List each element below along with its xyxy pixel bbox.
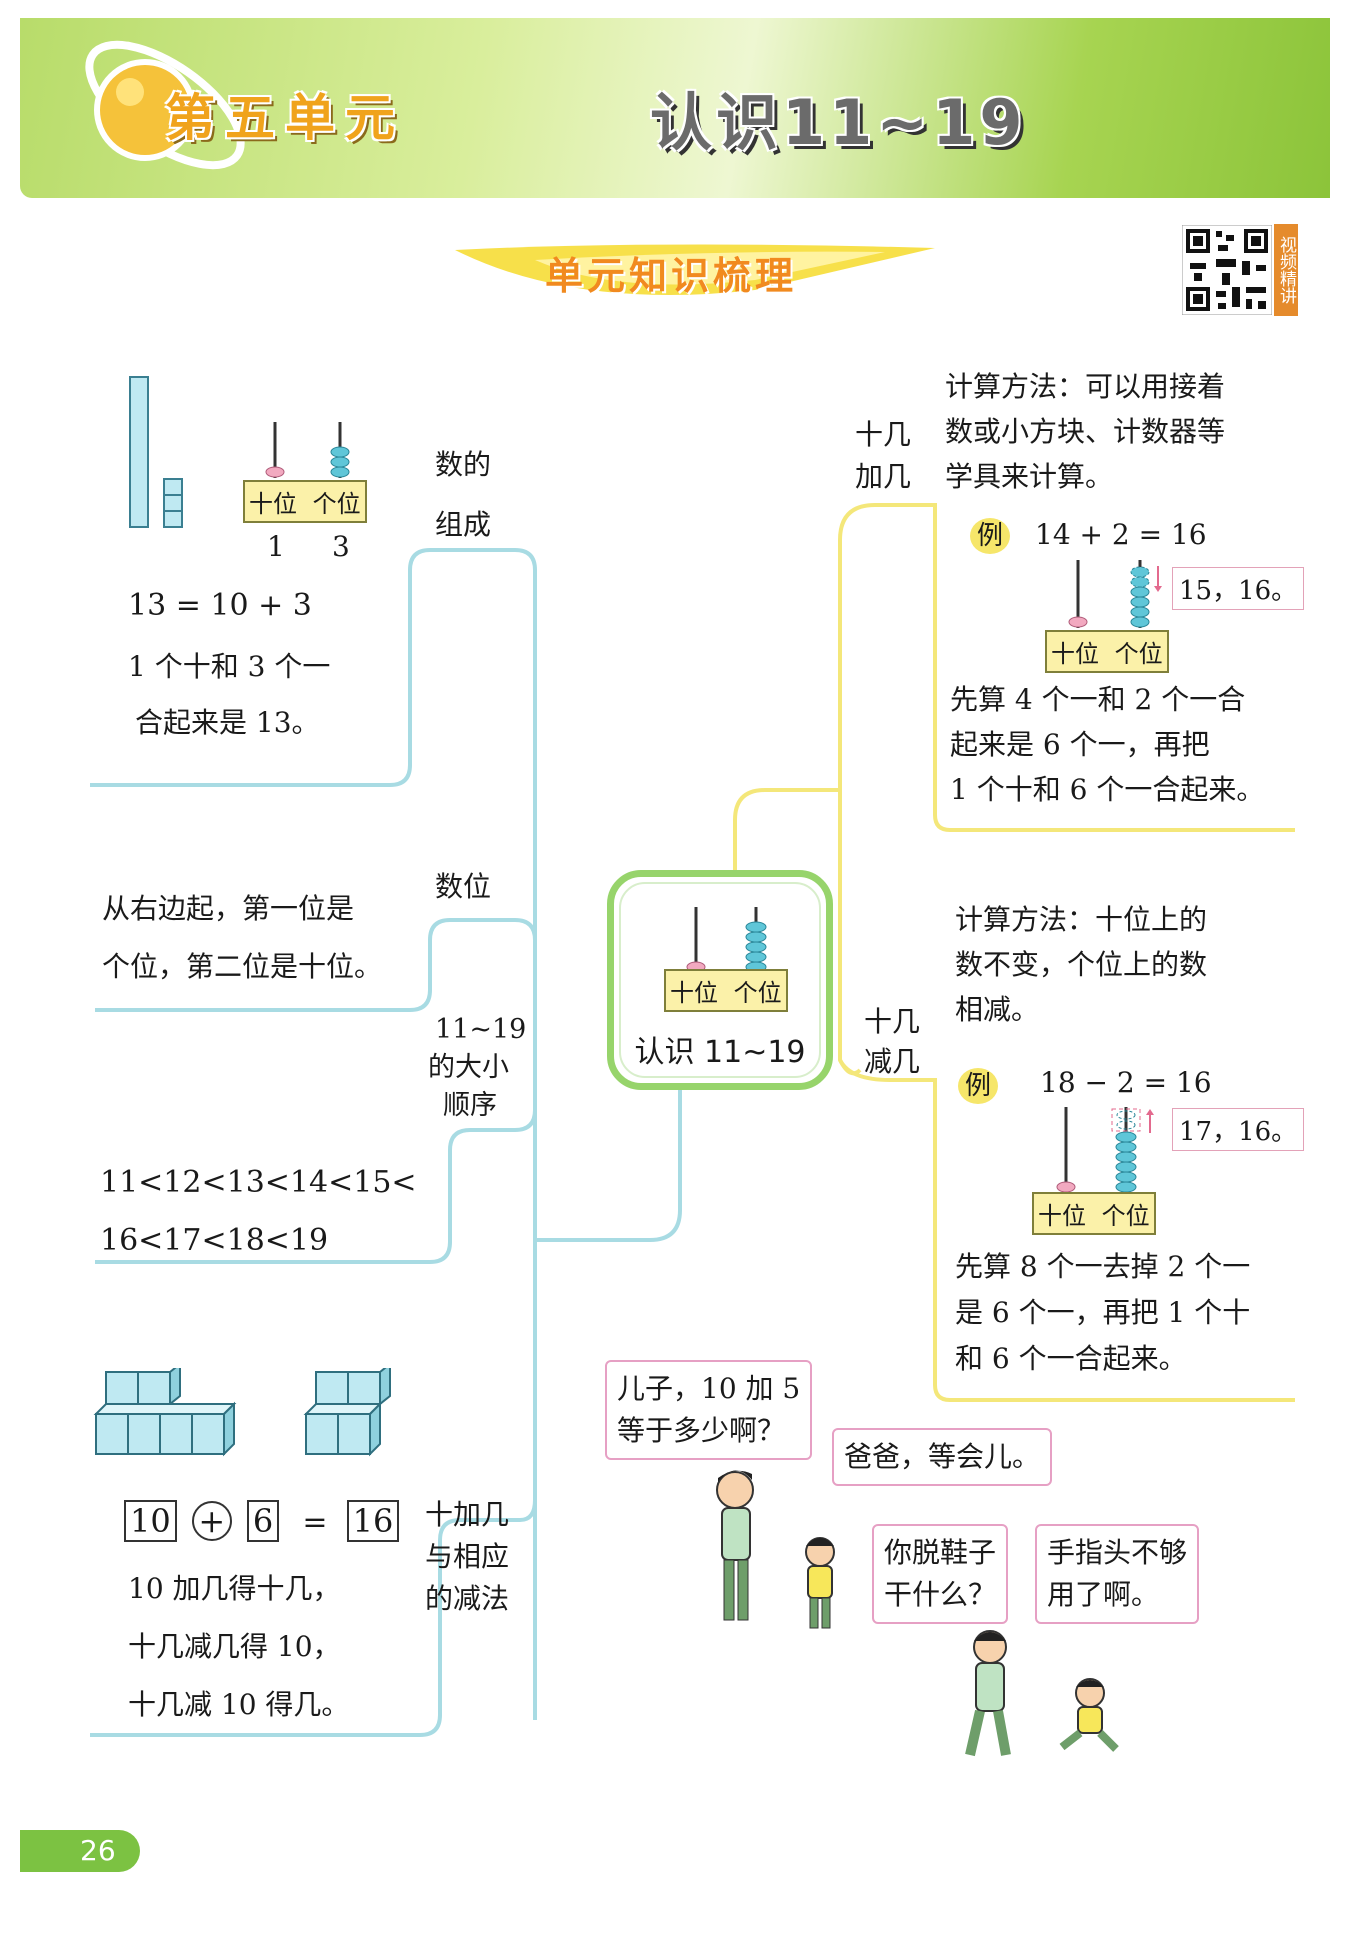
- add-method-1: 计算方法：可以用接着: [945, 370, 1226, 403]
- eq-a: 10: [124, 1500, 177, 1542]
- add-sub-text-2: 十几减几得 10，: [128, 1630, 341, 1663]
- add-example-eq: 14 + 2 = 16: [1035, 518, 1207, 551]
- place-value-text-2: 个位，第二位是十位。: [102, 950, 383, 983]
- digit-ones: 3: [332, 530, 350, 563]
- speech-bubble-1: 儿子，10 加 5 等于多少啊？: [605, 1360, 813, 1460]
- example-badge-sub: 例: [958, 1068, 998, 1104]
- section-title: 单元知识梳理: [545, 254, 798, 298]
- abacus-13-icon: [265, 422, 350, 478]
- bubble-2-text: 爸爸，等会儿。: [844, 1440, 1041, 1473]
- center-inner-border: [619, 882, 821, 1078]
- eq-eq: =: [302, 1505, 328, 1540]
- unit-label: 第五单元: [165, 89, 405, 147]
- planet-logo-icon: [85, 40, 245, 170]
- sub-explain-1: 先算 8 个一去掉 2 个一: [955, 1250, 1251, 1283]
- section-ribbon: [455, 244, 935, 295]
- branch-label-add-1: 十几: [855, 418, 912, 451]
- add-method-3: 学具来计算。: [945, 460, 1114, 493]
- bubble-3-line-1: 你脱鞋子: [884, 1536, 997, 1569]
- branch-label-sub-1: 十几: [864, 1005, 921, 1038]
- qr-code-icon[interactable]: [1182, 225, 1272, 315]
- add-equation: 10 + 6 = 16: [124, 1500, 400, 1542]
- branch-label-order-2: 的大小: [428, 1052, 509, 1083]
- order-text-1: 11<12<13<14<15<: [100, 1165, 417, 1200]
- branch-label-add-sub-3: 的减法: [425, 1582, 510, 1615]
- bubble-1-line-2: 等于多少啊？: [617, 1414, 786, 1447]
- abacus-sub-icon: [1056, 1107, 1154, 1193]
- page-title: 认识11~19: [650, 86, 1027, 159]
- qr-label: 视频精讲: [1274, 224, 1298, 316]
- composition-text-1: 1 个十和 3 个一: [128, 650, 331, 683]
- sub-method-1: 计算方法：十位上的: [955, 903, 1208, 936]
- eq-b: 6: [246, 1500, 280, 1542]
- add-count-note: 15，16。: [1172, 567, 1305, 610]
- bubble-4-line-2: 用了啊。: [1047, 1578, 1160, 1611]
- center-node: 十位 个位 认识 11~19: [607, 870, 833, 1090]
- speech-bubble-2: 爸爸，等会儿。: [832, 1428, 1053, 1486]
- add-method-2: 数或小方块、计数器等: [945, 415, 1226, 448]
- ones-label: 个位: [733, 979, 782, 1007]
- abacus-add-icon: [1068, 560, 1162, 628]
- sub-method-3: 相减。: [955, 993, 1040, 1026]
- eq-op: +: [191, 1501, 232, 1541]
- add-sub-text-1: 10 加几得十几，: [128, 1572, 341, 1605]
- abacus-label-sub: 十位 个位: [1032, 1192, 1156, 1235]
- eq-result: 16: [346, 1500, 400, 1542]
- branch-label-add-2: 加几: [855, 460, 912, 493]
- abacus-center-icon: [686, 907, 767, 973]
- tens-label: 十位: [1051, 640, 1099, 668]
- sub-method-2: 数不变，个位上的数: [955, 948, 1208, 981]
- ones-label: 个位: [312, 490, 361, 518]
- digit-tens: 1: [267, 530, 285, 563]
- cubes-six-icon: [303, 1368, 391, 1457]
- abacus-label-center: 十位 个位: [664, 969, 788, 1012]
- branch-label-composition-1: 数的: [435, 448, 492, 481]
- tens-label: 十位: [1038, 1202, 1086, 1230]
- abacus-label-add: 十位 个位: [1045, 630, 1169, 673]
- ones-label: 个位: [1101, 1202, 1150, 1230]
- father-son-cartoon-1-icon: [716, 1470, 835, 1629]
- composition-equation: 13 = 10 + 3: [128, 588, 312, 623]
- branch-label-composition-2: 组成: [435, 508, 492, 541]
- qr-label-text: 视频精讲: [1276, 236, 1296, 304]
- speech-bubble-3: 你脱鞋子 干什么？: [872, 1524, 1009, 1624]
- composition-text-2: 合起来是 13。: [135, 706, 320, 739]
- ones-label: 个位: [1114, 640, 1163, 668]
- tens-label: 十位: [249, 490, 297, 518]
- header-band: [20, 18, 1330, 198]
- branch-label-sub-2: 减几: [864, 1045, 921, 1078]
- branch-label-place-value: 数位: [435, 870, 492, 903]
- place-value-text-1: 从右边起，第一位是: [102, 892, 355, 925]
- example-badge-add: 例: [970, 518, 1010, 554]
- sub-explain-3: 和 6 个一合起来。: [955, 1342, 1187, 1375]
- page-number-text: 26: [80, 1834, 116, 1867]
- page-number: 26: [20, 1830, 140, 1872]
- bubble-1-line-1: 儿子，10 加 5: [617, 1372, 801, 1405]
- sub-count-note: 17，16。: [1172, 1108, 1305, 1151]
- center-title: 认识 11~19: [634, 1035, 806, 1070]
- bubble-3-line-2: 干什么？: [884, 1578, 997, 1611]
- abacus-label-13: 十位 个位: [243, 480, 367, 523]
- tens-label: 十位: [670, 979, 718, 1007]
- base-ten-blocks-icon: [129, 376, 183, 528]
- add-explain-1: 先算 4 个一和 2 个一合: [950, 683, 1246, 716]
- branch-label-add-sub-1: 十加几: [425, 1498, 510, 1531]
- add-explain-2: 起来是 6 个一，再把: [950, 728, 1210, 761]
- add-sub-text-3: 十几减 10 得几。: [128, 1688, 350, 1721]
- father-son-cartoon-2-icon: [965, 1630, 1119, 1757]
- branch-label-order-3: 顺序: [443, 1090, 497, 1121]
- cubes-ten-icon: [93, 1368, 237, 1457]
- branch-label-add-sub-2: 与相应: [425, 1540, 510, 1573]
- sub-example-eq: 18 − 2 = 16: [1040, 1066, 1212, 1099]
- speech-bubble-4: 手指头不够 用了啊。: [1035, 1524, 1200, 1624]
- bubble-4-line-1: 手指头不够: [1047, 1536, 1188, 1569]
- branch-label-order-1: 11~19: [435, 1014, 527, 1045]
- sub-explain-2: 是 6 个一，再把 1 个十: [955, 1296, 1251, 1329]
- order-text-2: 16<17<18<19: [100, 1223, 329, 1258]
- add-explain-3: 1 个十和 6 个一合起来。: [950, 773, 1265, 806]
